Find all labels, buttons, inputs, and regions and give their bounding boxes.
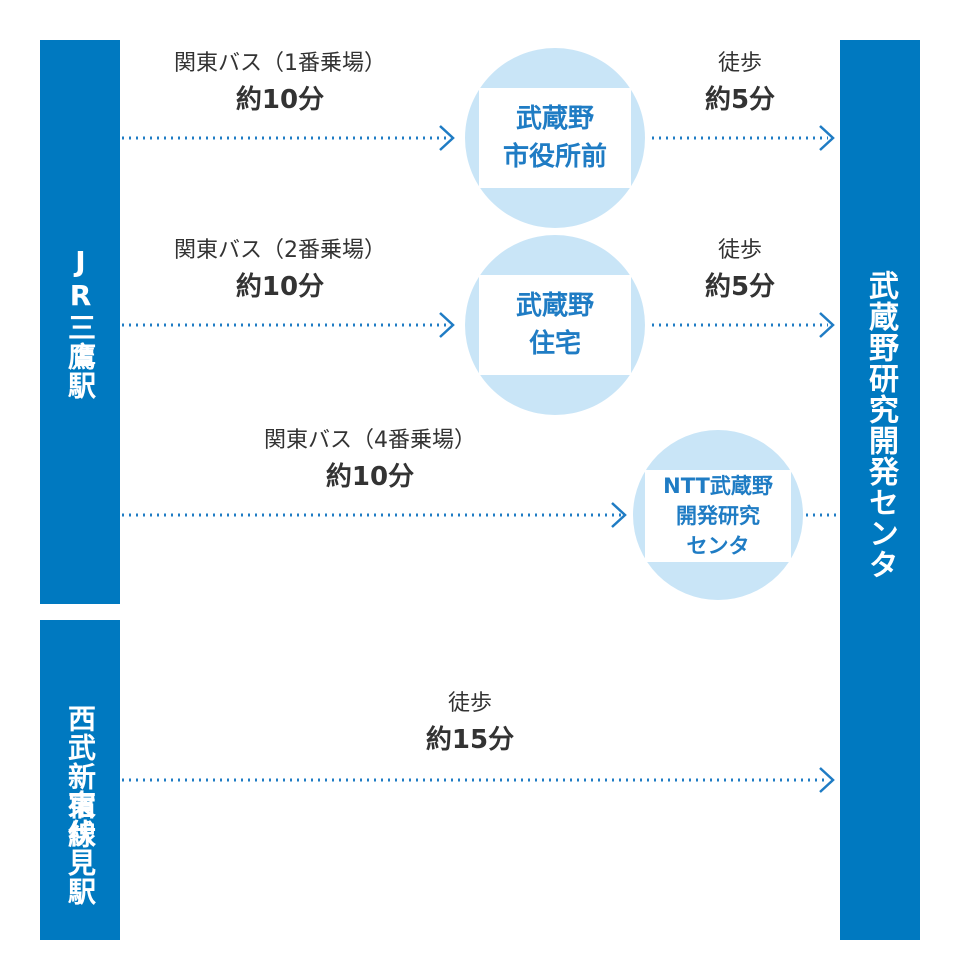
route1-walk-mode: 徒歩 [717,51,762,76]
route1-time: 約10分 [235,85,325,115]
route3-time: 約10分 [325,462,415,492]
route1-mode: 関東バス（1番乗場） [174,51,386,76]
stop3-line3: センタ [686,534,750,558]
route4-mode: 徒歩 [447,691,492,716]
destination-label: 武蔵野研究開発センタ [863,270,898,580]
route2-walk-label: 徒歩 約5分 [590,235,890,307]
route1-walk-arrowhead [819,125,835,151]
route2-walk-arrowhead [819,312,835,338]
stop-musashino-jutaku-plate: 武蔵野 住宅 [479,275,631,375]
route1-walk-time: 約5分 [704,85,776,115]
route1-walk-label: 徒歩 約5分 [590,48,890,120]
stop3-line2: 開発研究 [676,504,760,528]
stop3-line1: NTT武蔵野 [663,474,773,498]
route3-bus-arrowhead [611,502,627,528]
route2-bus-label: 関東バス（2番乗場） 約10分 [130,235,430,307]
station-seibu-name-label: 東伏見駅 [64,790,97,906]
station-jr-mitaka: JR三鷹駅 [40,40,120,604]
stop-ntt-musashino-center-plate: NTT武蔵野 開発研究 センタ [645,470,791,562]
route4-walk-label: 徒歩 約15分 [320,688,620,760]
route4-time: 約15分 [425,725,515,755]
station-seibu-line-label: 西武新宿線 [64,703,97,849]
stop-musashino-city-hall: 武蔵野 市役所前 [465,48,645,228]
stop-musashino-jutaku: 武蔵野 住宅 [465,235,645,415]
route2-mode: 関東バス（2番乗場） [174,238,386,263]
route2-walk-mode: 徒歩 [717,238,762,263]
stop1-line1: 武蔵野 [515,104,594,134]
stop-ntt-musashino-center: NTT武蔵野 開発研究 センタ [633,430,803,600]
station-seibu-higashifushimi: 西武新宿線 [40,620,120,940]
stop2-line1: 武蔵野 [515,291,594,321]
destination-musashino-rd-center: 武蔵野研究開発センタ [840,40,920,940]
route3-mode: 関東バス（4番乗場） [264,428,476,453]
route2-walk-time: 約5分 [704,272,776,302]
route4-walk-arrowhead [819,767,835,793]
route1-bus-label: 関東バス（1番乗場） 約10分 [130,48,430,120]
route3-bus-label: 関東バス（4番乗場） 約10分 [220,425,520,497]
station-jr-mitaka-label: JR三鷹駅 [64,244,97,400]
stop1-line2: 市役所前 [502,142,607,172]
station-seibu-name: 東伏見駅 [40,790,120,930]
stop2-line2: 住宅 [528,329,581,359]
route1-bus-arrowhead [439,125,455,151]
stop-musashino-city-hall-plate: 武蔵野 市役所前 [479,88,631,188]
route2-bus-arrowhead [439,312,455,338]
route2-time: 約10分 [235,272,325,302]
